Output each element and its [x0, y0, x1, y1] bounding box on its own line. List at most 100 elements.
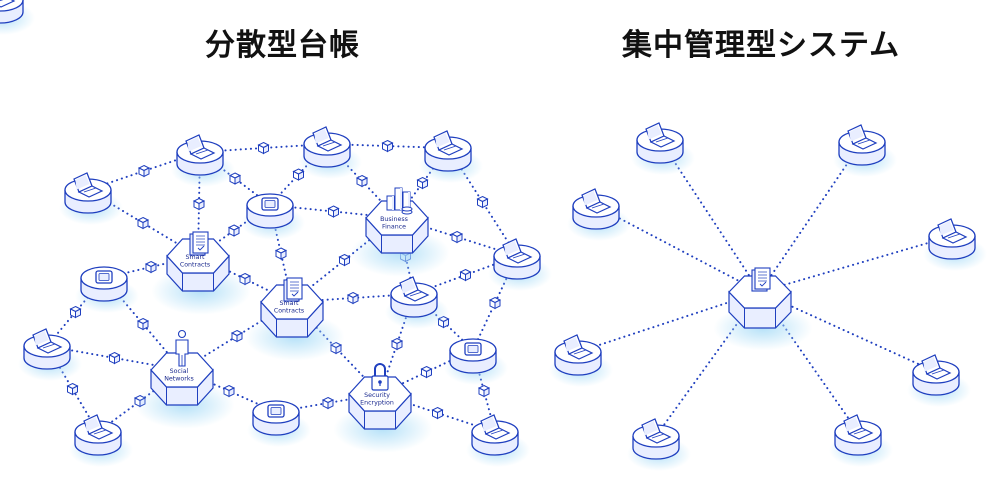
laptop-icon	[0, 0, 16, 8]
decentralized-title: 分散型台帳	[205, 28, 360, 63]
block-cube-icon	[108, 351, 121, 365]
tablet-icon	[95, 270, 113, 284]
tablet-icon	[267, 404, 285, 418]
laptop-icon	[480, 414, 511, 440]
block-cube-icon	[144, 260, 158, 274]
node-C5	[549, 334, 613, 387]
document-icon	[751, 267, 771, 292]
block-cube-icon	[476, 195, 489, 209]
block-cube-icon	[346, 291, 360, 305]
tablet-icon	[464, 342, 482, 356]
node-C7	[627, 418, 691, 471]
node-L3	[298, 126, 362, 179]
laptop-icon	[83, 414, 114, 440]
block-cube-icon	[274, 247, 288, 260]
block-cube-icon	[488, 296, 502, 310]
node-C4	[923, 218, 987, 271]
padlock-icon	[371, 363, 389, 391]
laptop-icon	[921, 354, 952, 380]
node-C2	[833, 124, 897, 177]
block-cube-icon	[420, 365, 433, 379]
block-cube-icon	[327, 205, 340, 218]
node-L6	[385, 276, 449, 329]
connection-line	[659, 139, 761, 293]
laptop-icon	[843, 414, 874, 440]
document-icon	[283, 277, 303, 302]
node-T2	[75, 266, 139, 313]
block-cube-icon	[477, 384, 491, 398]
laptop-icon	[399, 276, 430, 302]
node-C3	[567, 188, 631, 241]
connection-line	[759, 291, 937, 373]
block-cube-icon	[390, 337, 404, 351]
node-C8	[829, 414, 893, 467]
node-L8	[69, 414, 133, 467]
laptop-icon	[581, 188, 612, 214]
block-cube-icon	[338, 253, 351, 267]
laptop-icon	[185, 134, 216, 160]
person-icon	[175, 329, 189, 367]
node-L9	[466, 414, 530, 467]
block-cube-icon	[321, 396, 335, 410]
block-cube-icon	[450, 230, 464, 244]
central-server	[713, 267, 813, 351]
node-L2	[171, 134, 235, 187]
block-cube-icon	[355, 174, 369, 188]
node-T3	[247, 400, 311, 447]
block-cube-icon	[136, 216, 150, 230]
laptop-icon	[847, 124, 878, 150]
laptop-icon	[645, 122, 676, 148]
block-cube-icon	[230, 329, 244, 343]
block-cube-icon	[69, 305, 82, 319]
node-C1	[631, 122, 695, 175]
node-L5	[488, 238, 552, 291]
node-L10	[0, 0, 35, 35]
block-cube-icon	[292, 168, 305, 181]
connection-line	[595, 205, 761, 293]
block-cube-icon	[431, 406, 444, 420]
building-icon	[386, 187, 413, 215]
laptop-icon	[502, 238, 533, 264]
node-L7	[18, 328, 82, 381]
laptop-icon	[32, 328, 63, 354]
block-cube-icon	[137, 164, 151, 178]
laptop-icon	[312, 126, 343, 152]
block-cube-icon	[136, 317, 150, 331]
laptop-icon	[563, 334, 594, 360]
block-cube-icon	[459, 268, 472, 282]
tablet-icon	[261, 197, 279, 211]
node-L1	[59, 172, 123, 225]
block-cube-icon	[192, 197, 206, 211]
connection-line	[759, 141, 863, 293]
block-cube-icon	[416, 176, 429, 190]
node-T1	[241, 193, 305, 240]
connection-line	[759, 235, 953, 293]
node-L4	[419, 130, 483, 183]
block-cube-icon	[227, 224, 241, 237]
laptop-icon	[433, 130, 464, 156]
node-T4	[444, 338, 508, 385]
connection-line	[759, 291, 859, 433]
connection-line	[97, 369, 183, 433]
laptop-icon	[641, 418, 672, 444]
block-cube-icon	[381, 139, 394, 153]
document-icon	[189, 231, 209, 256]
block-cube-icon	[66, 382, 79, 396]
cubes-layer	[66, 139, 502, 420]
laptop-icon	[937, 218, 968, 244]
block-cube-icon	[257, 141, 270, 155]
node-C6	[907, 354, 971, 407]
centralized-title: 集中管理型システム	[622, 28, 901, 63]
